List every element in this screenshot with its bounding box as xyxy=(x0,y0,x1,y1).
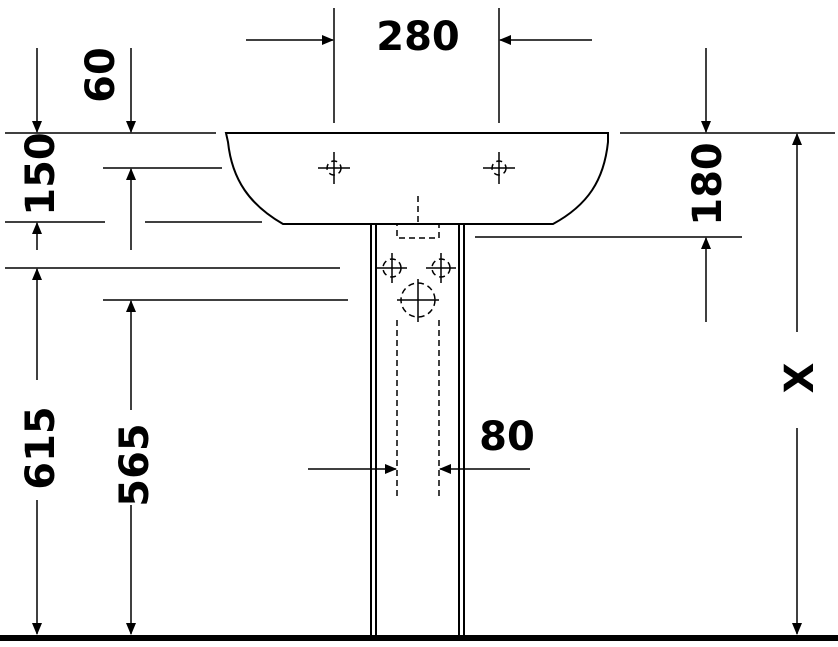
dimension-615: 615 xyxy=(18,268,64,635)
supply-valve-right-icon xyxy=(426,253,456,283)
dimension-565: 565 xyxy=(112,300,158,635)
dimension-60: 60 xyxy=(32,47,136,133)
dimension-180: 180 xyxy=(685,48,731,322)
dimension-80: 80 xyxy=(308,414,535,474)
dim-label-615: 615 xyxy=(18,406,64,490)
floor-line xyxy=(0,635,838,641)
dim-label-180: 180 xyxy=(685,142,731,226)
dim-label-280: 280 xyxy=(376,14,460,60)
dimension-x: X xyxy=(777,133,823,635)
dimension-280: 280 xyxy=(246,14,592,60)
tap-hole-left-icon xyxy=(318,152,350,184)
supply-valve-left-icon xyxy=(377,253,407,283)
overflow-box xyxy=(396,196,440,239)
dim-label-565: 565 xyxy=(112,423,158,507)
waste-outlet-icon xyxy=(397,279,439,322)
tap-hole-right-icon xyxy=(483,152,515,184)
basin-outline xyxy=(224,132,609,225)
dimension-150: 150 xyxy=(18,132,136,250)
dim-label-80: 80 xyxy=(479,414,535,460)
dim-label-x: X xyxy=(777,362,823,393)
pedestal xyxy=(370,224,465,635)
dim-label-150: 150 xyxy=(18,132,64,216)
extension-lines xyxy=(5,8,835,301)
dim-label-60: 60 xyxy=(78,47,124,103)
